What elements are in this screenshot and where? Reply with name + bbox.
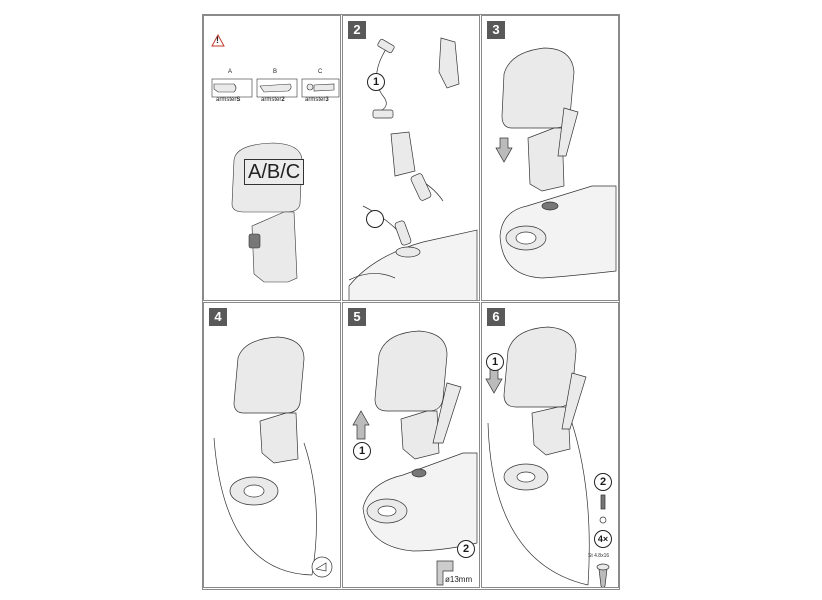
callout-s5-one: 1 <box>353 442 371 460</box>
callout-s6-two: 2 <box>594 473 612 491</box>
variant-label-c-num: 3 <box>325 97 329 103</box>
step-badge-5: 5 <box>348 308 366 326</box>
panel-step-4: 4 <box>203 302 341 588</box>
step-badge-4: 4 <box>209 308 227 326</box>
warning-symbol: ! <box>216 35 219 45</box>
callout-s2-one: 1 <box>367 73 385 91</box>
step-3-drawing <box>495 47 617 279</box>
drill-size-label: ø13mm <box>445 575 473 584</box>
variant-label-b-text: armster <box>261 97 282 103</box>
variant-label-c-text: armster <box>305 97 326 103</box>
variant-label-a-text: armster <box>216 97 237 103</box>
variant-label-c: armster3 <box>305 97 329 103</box>
callout-s6-qty: 4× <box>594 530 612 548</box>
panel-step-3: 3 <box>481 15 619 301</box>
step-badge-6: 6 <box>487 308 505 326</box>
variant-label-a: armsterS <box>216 97 240 103</box>
callout-s6-one: 1 <box>486 353 504 371</box>
variant-label-b-num: 2 <box>281 97 285 103</box>
cable-drawing <box>348 37 478 300</box>
panel-step-6: 6 1 2 4× St 4.8x16 <box>481 302 619 588</box>
step-badge-3: 3 <box>487 21 505 39</box>
callout-s2-empty <box>366 210 384 228</box>
instruction-sheet: ! A B C armsterS armster2 armster3 A/B/C <box>202 14 620 590</box>
step-5-drawing <box>352 330 478 586</box>
panel-variants: ! A B C armsterS armster2 armster3 A/B/C <box>203 15 341 301</box>
variant-letter-c: C <box>318 69 323 75</box>
step-4-drawing <box>213 336 333 578</box>
variant-letter-a: A <box>228 69 233 75</box>
callout-s5-two: 2 <box>457 540 475 558</box>
variant-letter-b: B <box>273 69 278 75</box>
panel-step-5: 5 1 2 ø13mm <box>342 302 480 588</box>
variant-label-b: armster2 <box>261 97 285 103</box>
panel-step-2: 2 1 <box>342 15 480 301</box>
step-6-drawing <box>485 326 610 587</box>
step-badge-2: 2 <box>348 21 366 39</box>
variant-box-label: A/B/C <box>244 159 305 185</box>
screw-spec-label: St 4.8x16 <box>588 553 610 559</box>
variant-label-a-num: S <box>236 97 241 103</box>
